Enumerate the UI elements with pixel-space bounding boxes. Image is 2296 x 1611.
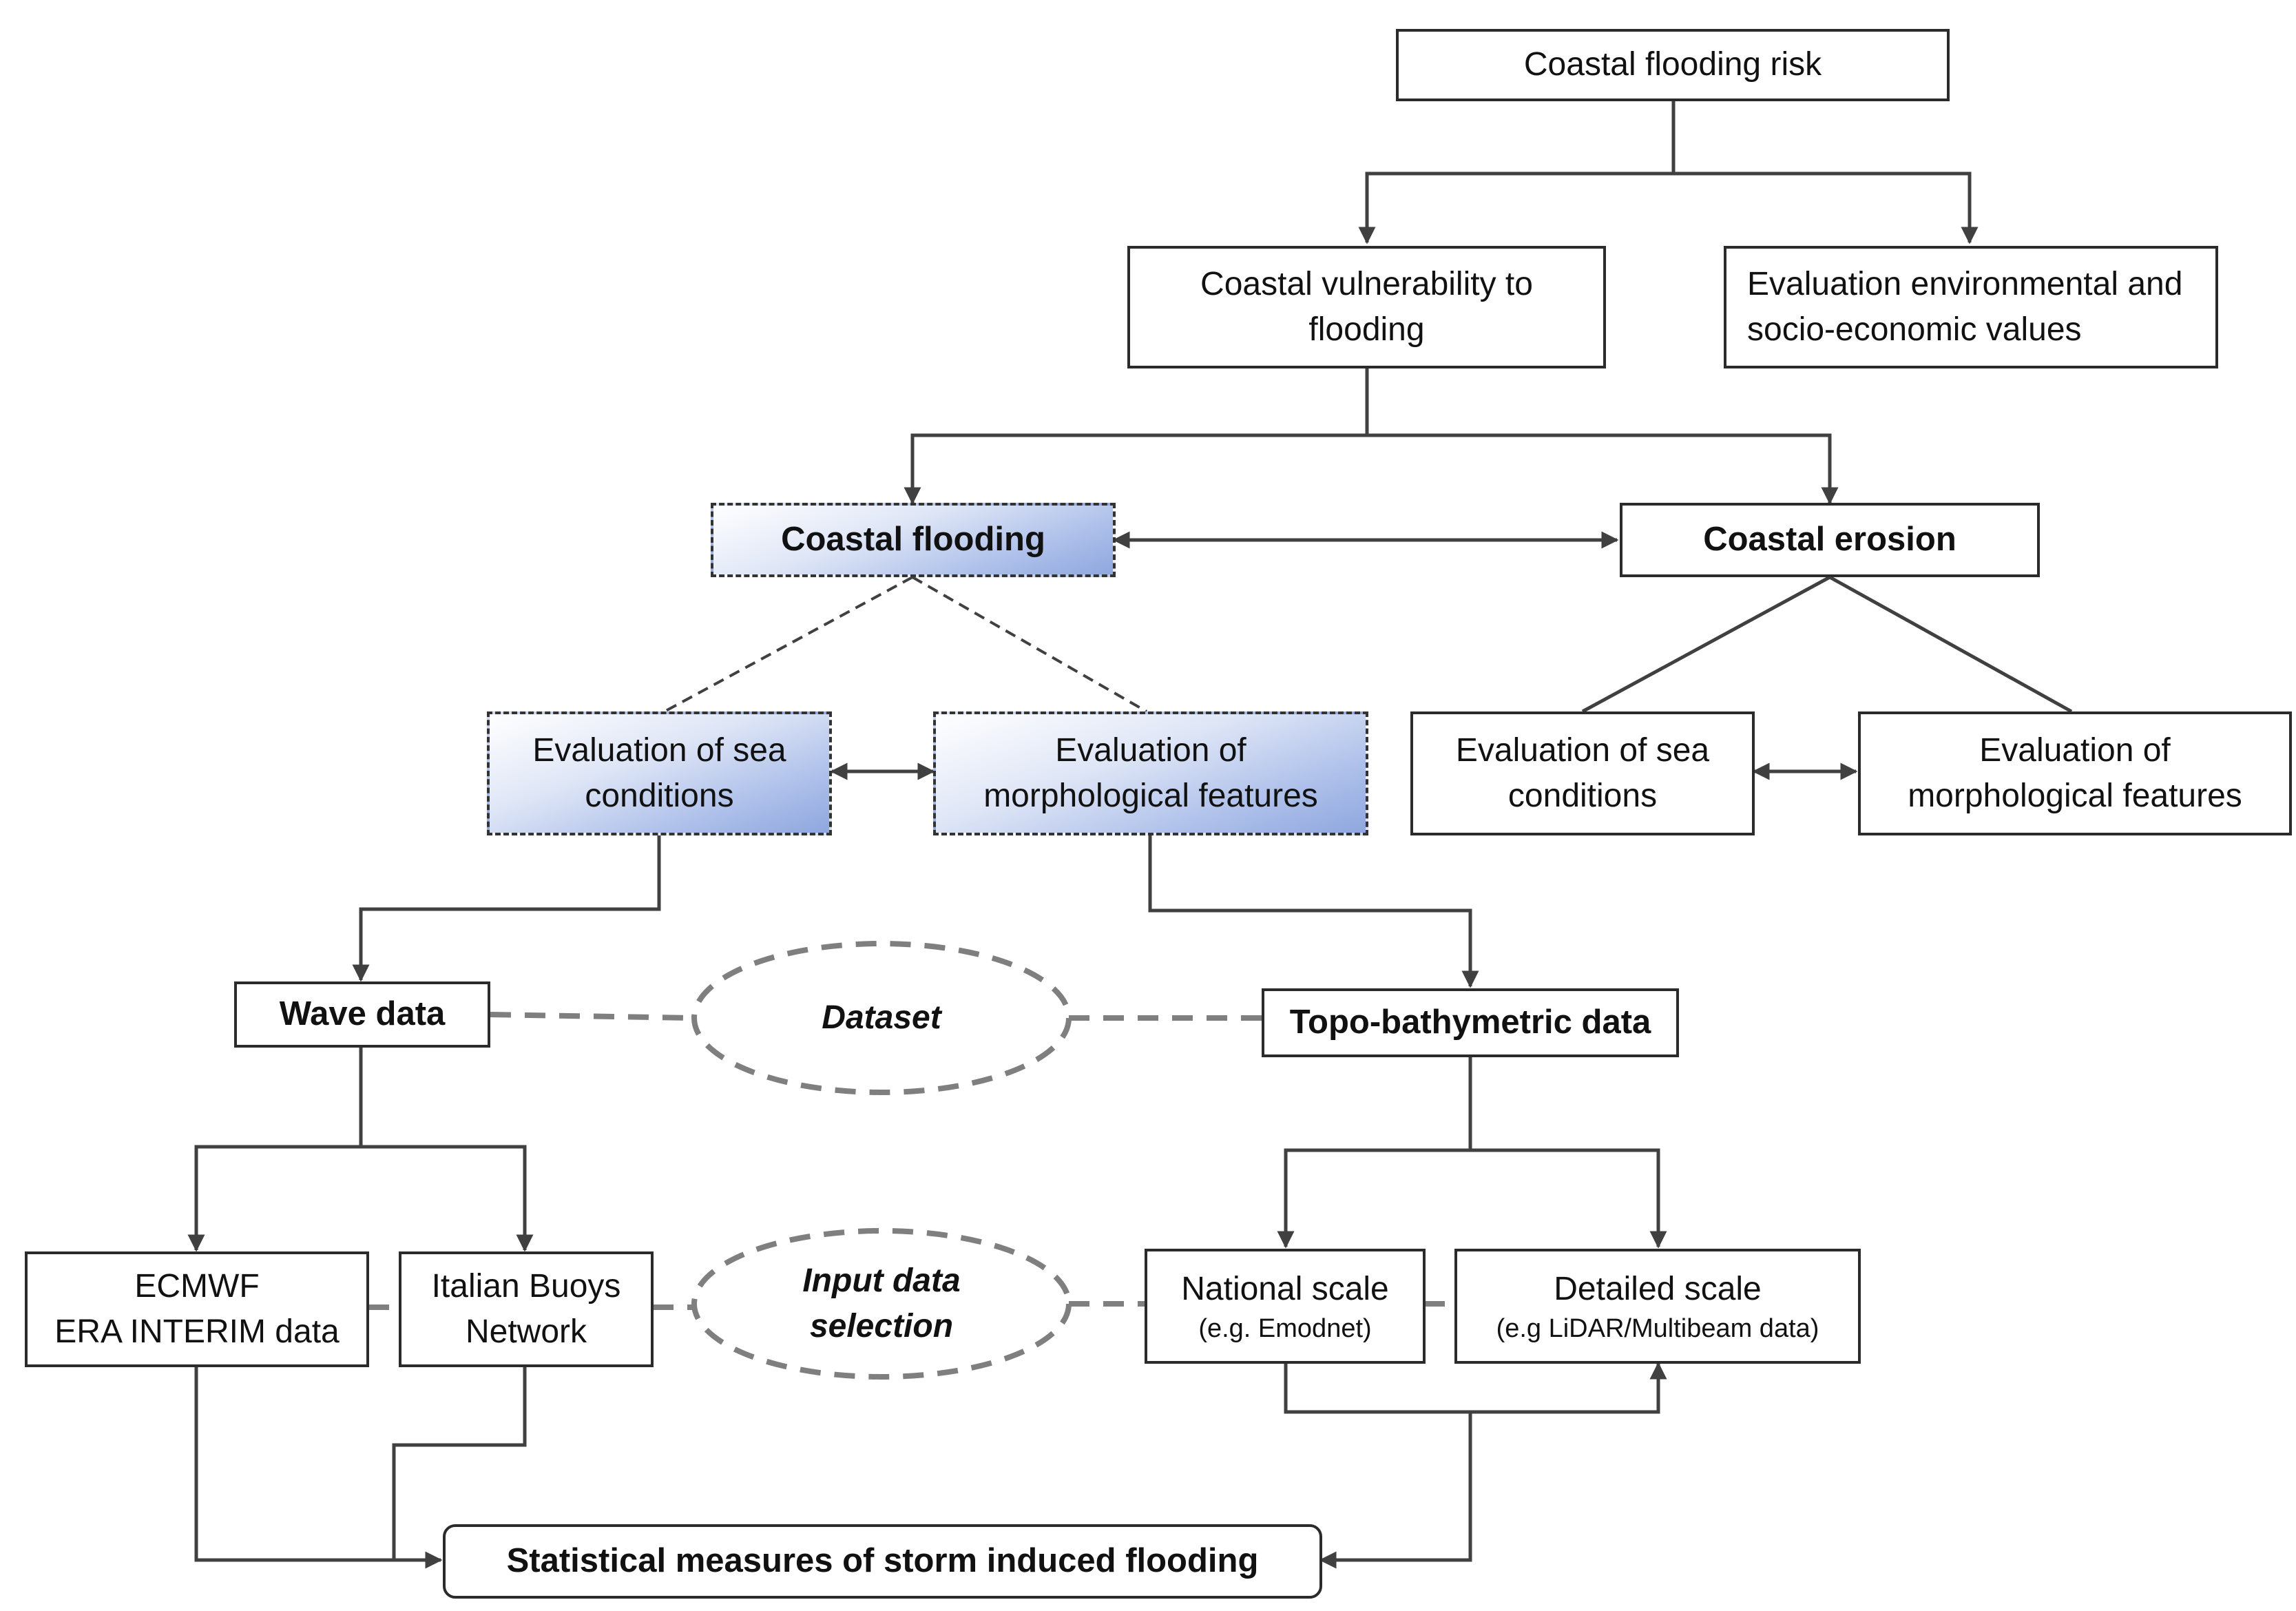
- node-label: Evaluation of sea conditions: [532, 731, 786, 814]
- node-label: Evaluation of sea conditions: [1455, 731, 1710, 814]
- connector-flooding-morph: [912, 576, 1147, 713]
- connector-topo-national: [1277, 1057, 1472, 1249]
- connector-buoys-statistical: [392, 1367, 527, 1560]
- connector-topo-detailed: [1470, 1148, 1667, 1249]
- node-erosion-sea-conditions: Evaluation of sea conditions: [1410, 711, 1755, 835]
- node-wave-data: Wave data: [234, 981, 490, 1048]
- node-label-main: National scale: [1181, 1270, 1389, 1307]
- connector-risk-vulnerability: [1358, 100, 1676, 245]
- connector-scales-statistical: [1319, 1412, 1472, 1569]
- connector-erosion-morph: [1828, 575, 2073, 714]
- connector-vulnerability-erosion: [1367, 433, 1839, 505]
- node-label-line1: ECMWF: [134, 1267, 260, 1305]
- link-wave-dataset: [490, 1012, 695, 1021]
- connector-wave-ecmwf: [187, 1047, 363, 1252]
- ellipse-text-line2: selection: [809, 1308, 954, 1344]
- node-italian-buoys-network: Italian Buoys Network: [399, 1251, 654, 1367]
- node-ecmwf-era-interim: ECMWF ERA INTERIM data: [25, 1251, 369, 1367]
- node-coastal-flooding-risk: Coastal flooding risk: [1396, 29, 1950, 101]
- node-erosion-morphological: Evaluation of morphological features: [1858, 711, 2292, 835]
- node-coastal-vulnerability: Coastal vulnerability to flooding: [1127, 246, 1606, 368]
- connector-risk-values: [1673, 172, 1979, 245]
- node-coastal-flooding: Coastal flooding: [711, 503, 1116, 577]
- node-label: Wave data: [279, 995, 446, 1033]
- ellipse-text-line1: Input data: [802, 1262, 961, 1299]
- node-coastal-erosion: Coastal erosion: [1620, 503, 2040, 577]
- node-label: Evaluation of morphological features: [983, 731, 1318, 814]
- connector-national-detailed: [1284, 1362, 1667, 1414]
- connector-ecmwf-statistical: [194, 1367, 443, 1569]
- node-detailed-scale: Detailed scale (e.g LiDAR/Multibeam data…: [1454, 1249, 1861, 1364]
- node-label-sub: (e.g LiDAR/Multibeam data): [1496, 1313, 1819, 1343]
- node-label-line2: ERA INTERIM data: [54, 1313, 340, 1350]
- node-label: Coastal erosion: [1703, 521, 1956, 559]
- node-label: Evaluation environmental and socio-econo…: [1747, 265, 2183, 348]
- node-label: Statistical measures of storm induced fl…: [506, 1542, 1259, 1580]
- node-flooding-sea-conditions: Evaluation of sea conditions: [487, 711, 832, 835]
- connector-wave-buoys: [361, 1145, 534, 1252]
- node-label: Coastal flooding risk: [1523, 46, 1822, 83]
- node-label: Topo-bathymetric data: [1289, 1004, 1651, 1041]
- node-label-line2: Network: [465, 1313, 587, 1350]
- connector-vulnerability-flooding: [904, 368, 1369, 505]
- connector-erosion-sea: [1581, 575, 1831, 714]
- ellipse-text: Dataset: [822, 999, 941, 1036]
- node-environmental-values: Evaluation environmental and socio-econo…: [1724, 246, 2218, 368]
- node-flooding-morphological: Evaluation of morphological features: [933, 711, 1368, 835]
- node-topo-bathymetric-data: Topo-bathymetric data: [1262, 988, 1679, 1057]
- node-label: Coastal flooding: [781, 521, 1045, 559]
- connector-flooding-sea: [664, 576, 913, 713]
- connector-morph-topo: [1148, 835, 1479, 988]
- node-label: Coastal vulnerability to flooding: [1200, 265, 1533, 348]
- node-label: Evaluation of morphological features: [1908, 731, 2242, 814]
- connector-sea-wave: [352, 835, 661, 982]
- ellipse-label-input-selection: Input data selection: [694, 1231, 1069, 1377]
- ellipse-label-dataset: Dataset: [694, 944, 1069, 1092]
- node-national-scale: National scale (e.g. Emodnet): [1145, 1249, 1426, 1364]
- node-label-line1: Italian Buoys: [431, 1267, 621, 1305]
- node-label-main: Detailed scale: [1554, 1270, 1762, 1307]
- node-statistical-measures: Statistical measures of storm induced fl…: [443, 1524, 1322, 1599]
- node-label-sub: (e.g. Emodnet): [1198, 1313, 1372, 1343]
